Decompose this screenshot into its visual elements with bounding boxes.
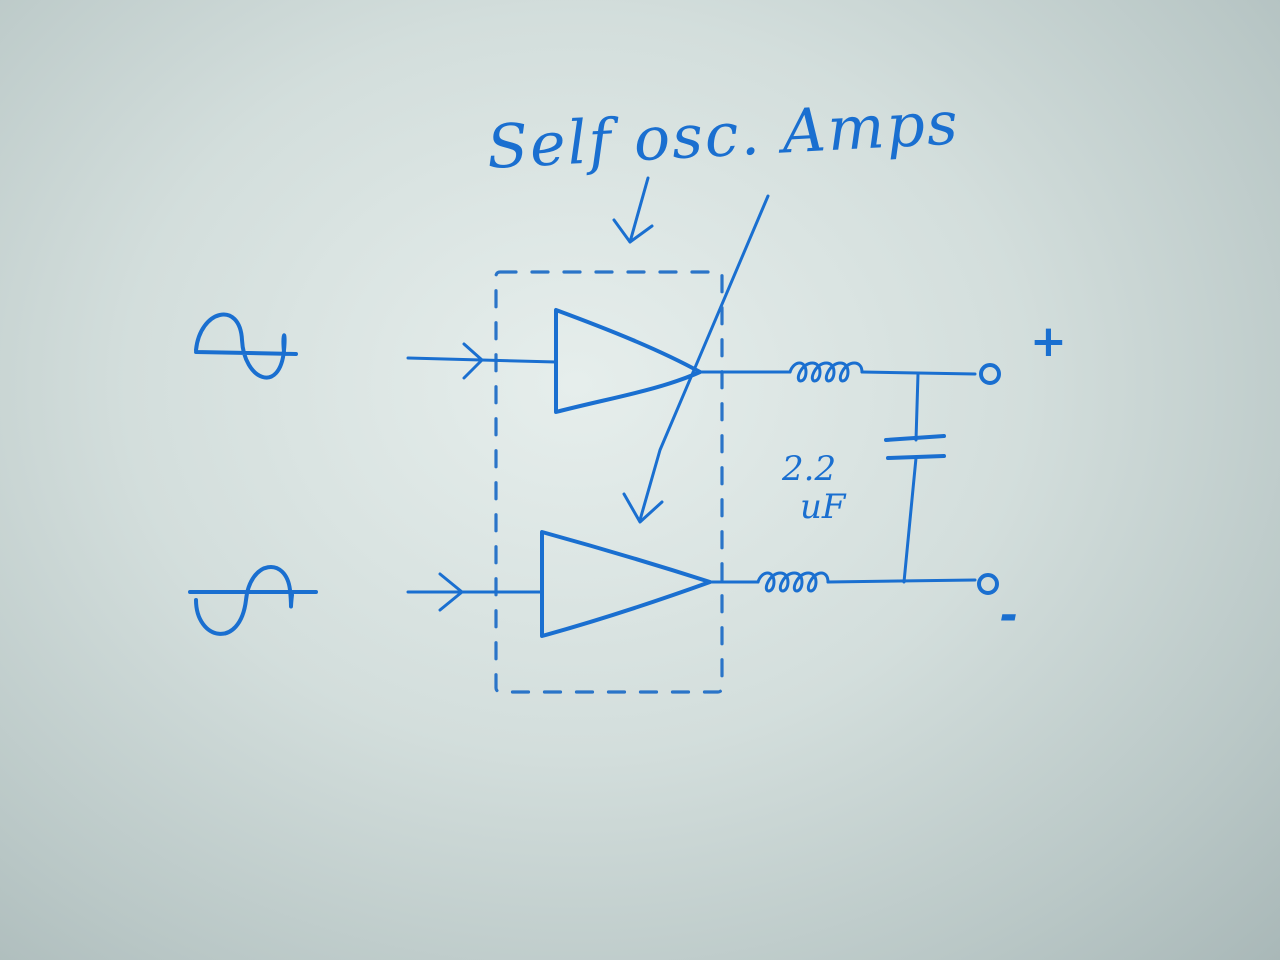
capacitor-unit: uF <box>800 487 847 527</box>
title-arrow-to-box <box>612 176 654 244</box>
terminal-negative <box>977 573 999 595</box>
sine-source-lower-icon <box>188 565 318 636</box>
sine-source-upper-icon <box>194 312 298 380</box>
capacitor <box>884 372 946 584</box>
diagram-title: Self osc. Amps <box>485 88 961 183</box>
amplifier-upper <box>554 308 702 414</box>
input-arrow-lower <box>406 572 542 612</box>
title-arrow-to-lower-amp <box>622 194 770 524</box>
capacitor-value: 2.2 <box>781 449 836 489</box>
amplifier-lower <box>540 530 712 638</box>
terminal-negative-label: - <box>1000 590 1018 641</box>
inductor-lower <box>708 571 977 593</box>
terminal-positive-label: + <box>1030 316 1067 367</box>
terminal-positive <box>979 363 1001 385</box>
dashed-enclosure <box>494 270 724 694</box>
input-arrow-upper <box>406 342 558 380</box>
inductor-upper <box>698 361 977 383</box>
